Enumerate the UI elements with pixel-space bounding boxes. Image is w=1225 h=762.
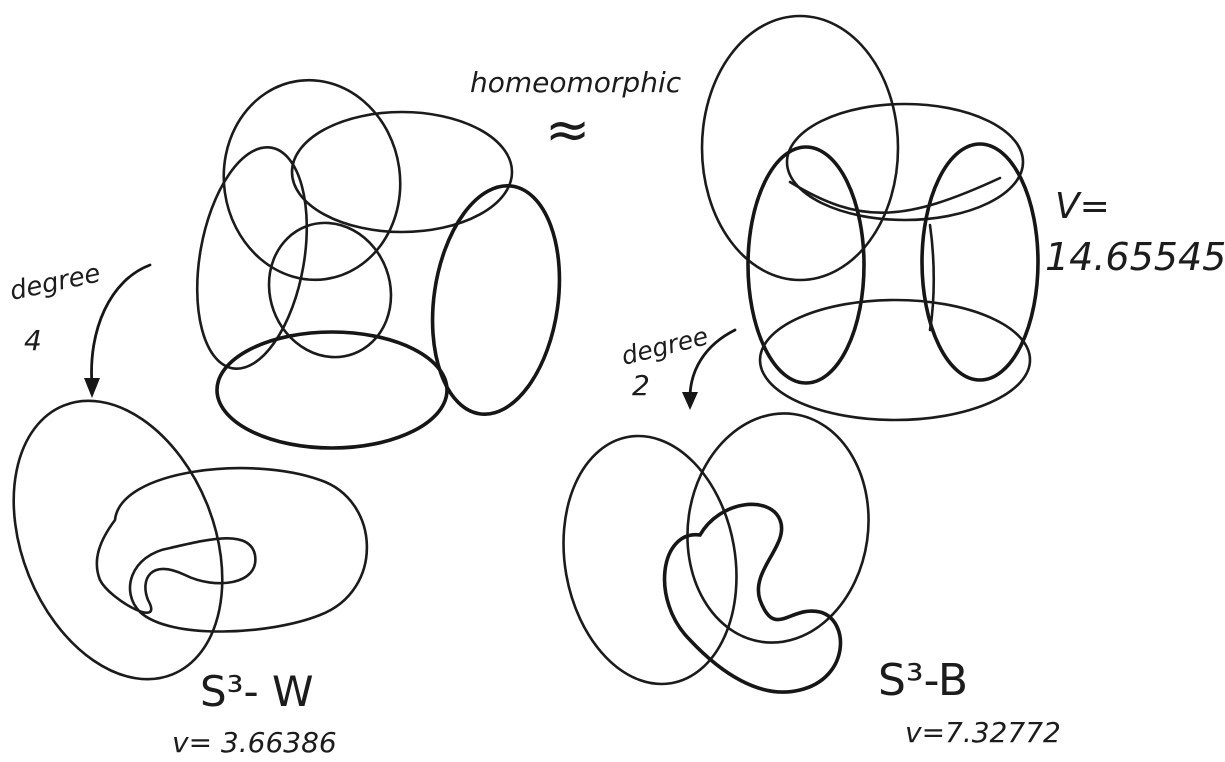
borromean-rings bbox=[545, 402, 884, 698]
borromean-volume-label: v=7.32772 bbox=[905, 716, 1061, 749]
arrow-head-icon bbox=[84, 378, 100, 398]
chain-loop-right bbox=[419, 177, 574, 422]
chain-loop-bottom bbox=[217, 332, 447, 448]
chain-loop-front-right bbox=[922, 144, 1038, 380]
big-volume-prefix: V= bbox=[1055, 186, 1110, 227]
approx-symbol: ≈ bbox=[545, 98, 590, 161]
top-right-chain-link bbox=[702, 16, 1038, 420]
chain-loop-inner-arc bbox=[790, 178, 1000, 330]
whitehead-volume-label: v= 3.66386 bbox=[172, 726, 337, 759]
chain-loop-back-top bbox=[787, 104, 1023, 220]
chain-loop-top-right bbox=[292, 112, 512, 232]
big-volume-value: 14.65545 bbox=[1045, 235, 1225, 279]
whitehead-twisted-loop bbox=[97, 468, 367, 631]
whitehead-space-label: S³- W bbox=[200, 667, 314, 716]
degree-left-value: 4 bbox=[24, 324, 42, 357]
borromean-space-label: S³-B bbox=[878, 655, 968, 706]
top-left-chain-link bbox=[181, 69, 573, 448]
chain-loop-left bbox=[181, 139, 322, 378]
arrow-head-icon bbox=[682, 392, 698, 410]
whitehead-outer-loop bbox=[0, 370, 261, 711]
whitehead-link bbox=[0, 370, 367, 711]
borromean-inner-ring bbox=[665, 504, 841, 692]
homeomorphic-label: homeomorphic bbox=[470, 66, 682, 99]
borromean-left-ring bbox=[545, 422, 756, 698]
degree-left-word: degree bbox=[7, 258, 103, 306]
degree-right-value: 2 bbox=[632, 369, 650, 402]
chain-loop-front-bottom bbox=[760, 300, 1030, 420]
chain-loop-top-left bbox=[211, 69, 413, 292]
